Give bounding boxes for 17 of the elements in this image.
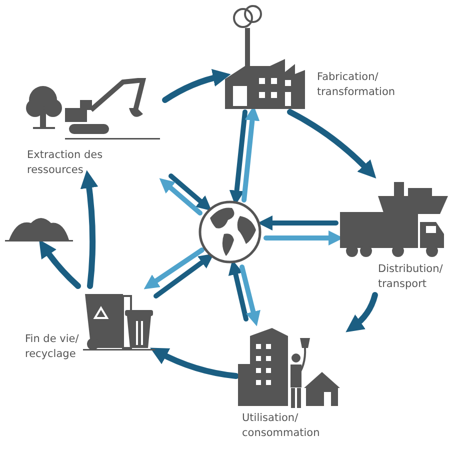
stage-label: Utilisation/ consommation (242, 411, 321, 441)
arrow (168, 174, 212, 211)
arrow (159, 178, 202, 216)
arrow (240, 264, 260, 326)
arrow (154, 254, 214, 298)
stage-label: Distribution/ transport (378, 262, 444, 292)
arrow (258, 216, 338, 230)
stage-label: Fin de vie/ recyclage (25, 332, 80, 362)
arrow (287, 109, 376, 178)
arrow (150, 348, 239, 379)
stage-label: Fabrication/ transformation (317, 70, 396, 100)
arrow (346, 292, 378, 332)
arrow (162, 69, 231, 103)
arrow (80, 170, 98, 289)
arrow (144, 248, 204, 290)
arrow (38, 240, 81, 289)
stage-label: Extraction des ressources (27, 148, 104, 178)
